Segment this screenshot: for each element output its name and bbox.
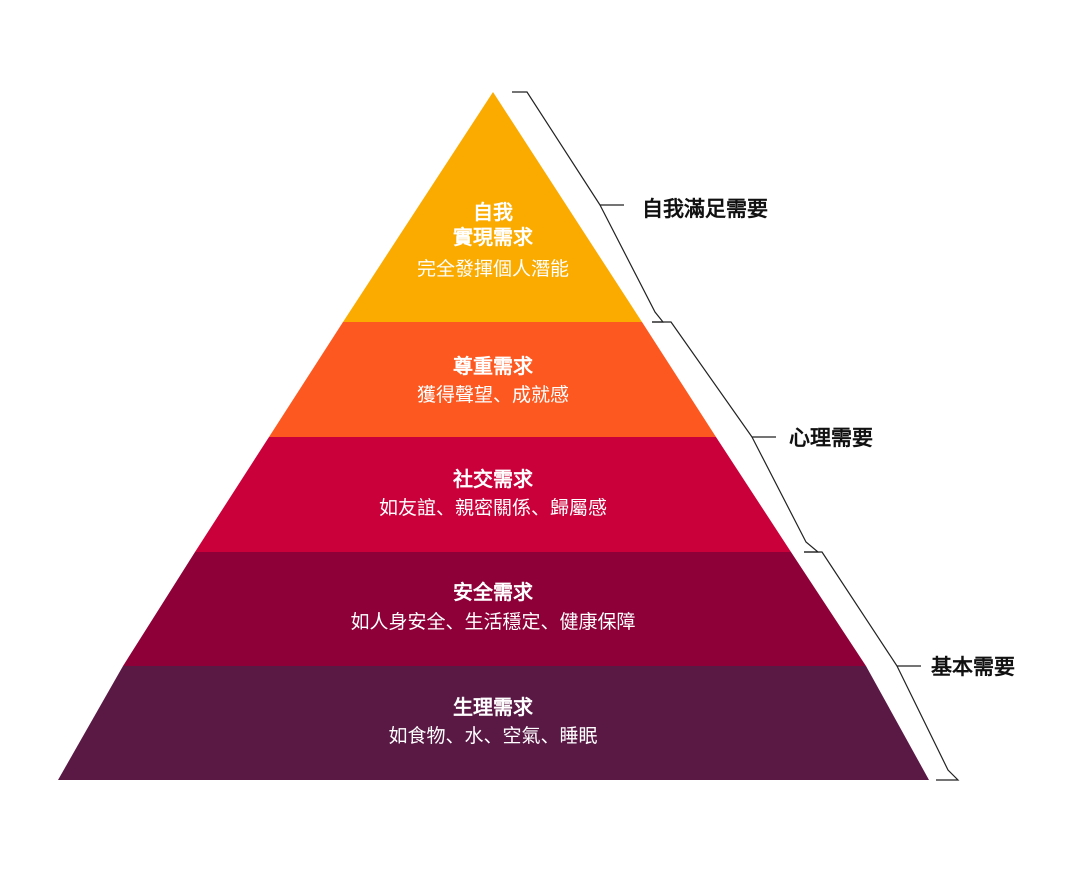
tier-esteem-desc: 獲得聲望、成就感 — [417, 384, 569, 406]
tier-physiological-title: 生理需求 — [453, 695, 534, 719]
tier-physiological — [58, 666, 929, 780]
tier-social-desc: 如友誼、親密關係、歸屬感 — [379, 497, 607, 519]
tier-social — [195, 437, 791, 552]
tier-esteem-title: 尊重需求 — [453, 354, 534, 378]
tier-esteem — [269, 322, 716, 437]
tier-safety-desc: 如人身安全、生活穩定、健康保障 — [350, 611, 635, 633]
tier-self-actualization-desc: 完全發揮個人潛能 — [417, 258, 569, 280]
tier-safety — [123, 552, 866, 666]
tier-self-actualization-title-line-2: 實現需求 — [453, 225, 534, 249]
brace-basic — [804, 551, 960, 781]
tier-self-actualization — [343, 92, 642, 322]
tier-safety-title: 安全需求 — [453, 580, 534, 604]
tier-self-actualization-title-line-1: 自我 — [473, 200, 513, 224]
group-label-basic: 基本需要 — [931, 655, 1015, 679]
tier-physiological-desc: 如食物、水、空氣、睡眠 — [388, 725, 597, 747]
group-label-self-fulfillment: 自我滿足需要 — [642, 197, 768, 221]
group-label-psychological: 心理需要 — [789, 426, 873, 450]
tier-social-title: 社交需求 — [452, 467, 534, 491]
